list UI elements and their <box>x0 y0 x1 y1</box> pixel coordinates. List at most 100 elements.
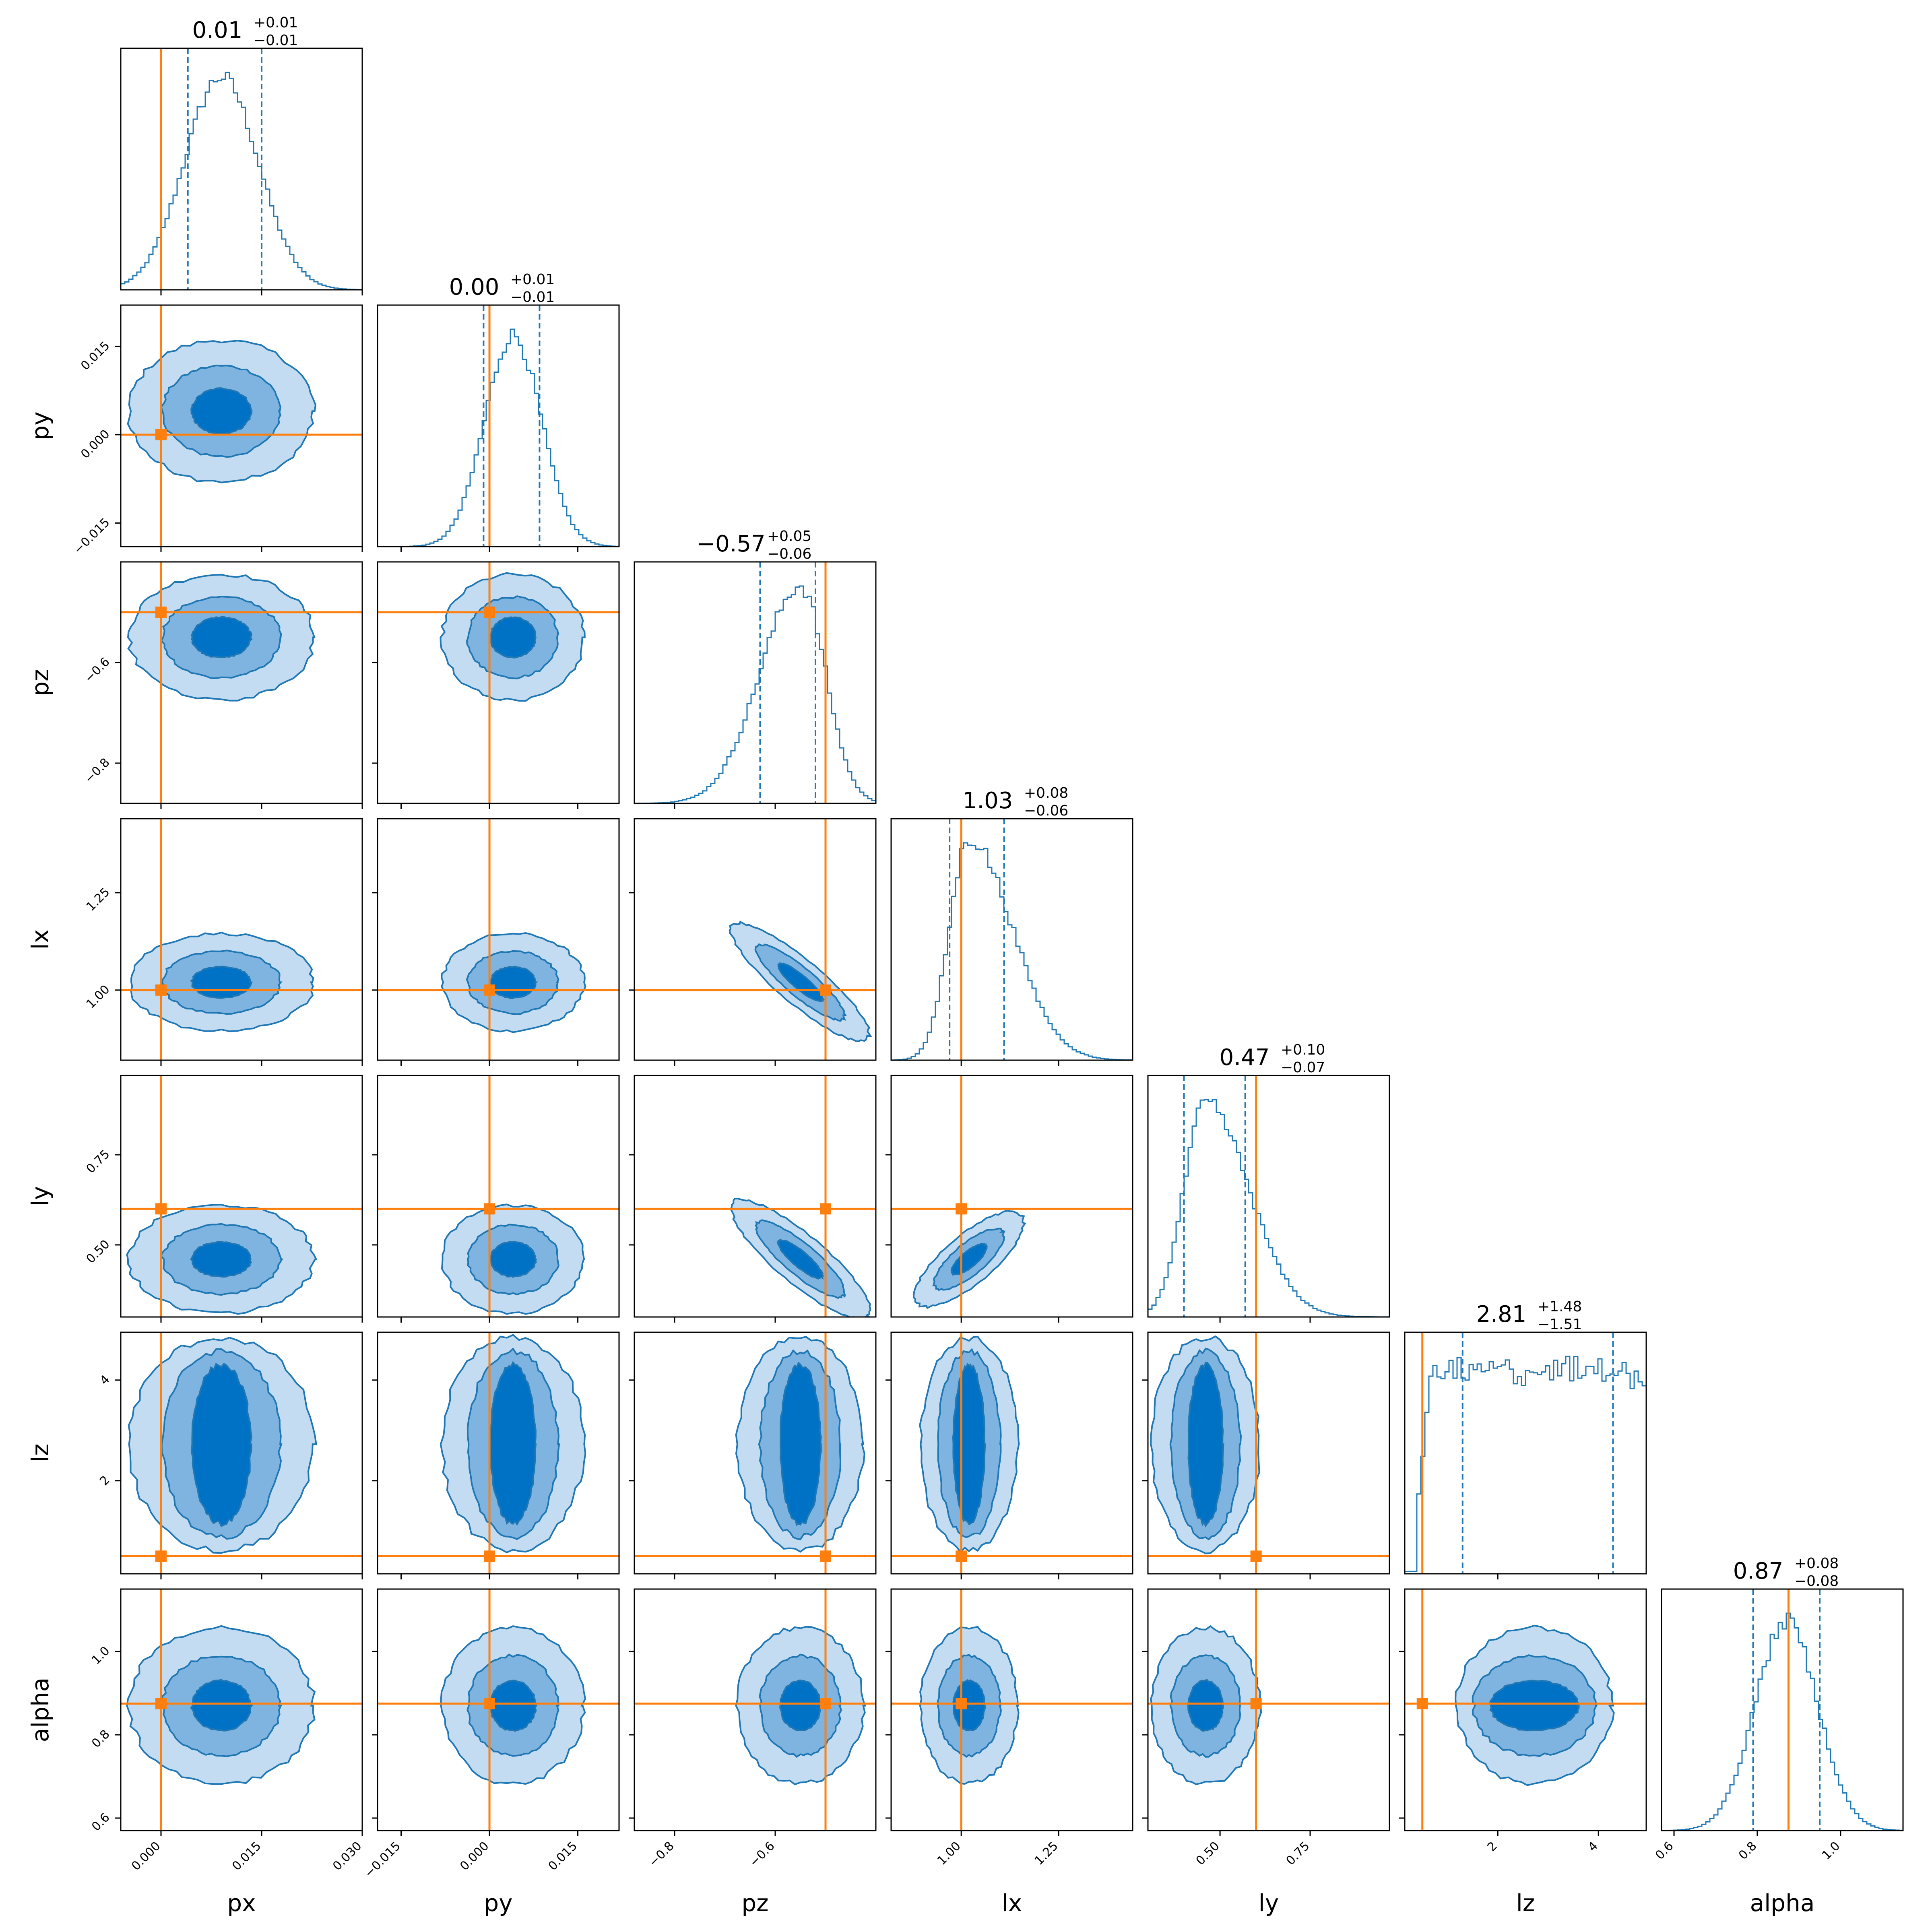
panel-lx-lz <box>886 1331 1133 1579</box>
y-axis-label-lz: lz <box>27 1444 54 1463</box>
y-tick-label-lx: 1.25 <box>84 885 113 914</box>
y-axis-label-py: py <box>27 411 54 440</box>
truth-marker-ly-alpha <box>1250 1698 1262 1709</box>
title-plus-lz: +1.48 <box>1538 1298 1582 1315</box>
panel-frame <box>634 561 877 804</box>
truth-marker-py-lx <box>484 984 495 996</box>
x-tick-label-pz: −0.6 <box>747 1839 777 1870</box>
contour-3-py-alpha <box>489 1679 538 1732</box>
x-tick-label-lz: 4 <box>1585 1839 1601 1854</box>
histogram-px <box>121 72 362 290</box>
y-tick-label-ly: 0.75 <box>84 1147 113 1176</box>
truth-marker-px-pz <box>155 607 167 618</box>
truth-marker-px-alpha <box>155 1698 167 1709</box>
x-axis-label-lx: lx <box>1002 1889 1022 1917</box>
y-axis-label-alpha: alpha <box>27 1678 54 1742</box>
y-tick-label-pz: −0.8 <box>82 755 112 786</box>
title-px: 0.01 <box>192 17 243 43</box>
y-tick-label-alpha: 0.6 <box>89 1810 112 1834</box>
x-tick-label-lx: 1.00 <box>935 1839 964 1868</box>
truth-marker-pz-lz <box>820 1550 831 1562</box>
panel-frame <box>634 1331 877 1575</box>
truth-marker-pz-lx <box>820 984 831 996</box>
title-minus-pz: −0.06 <box>767 546 811 562</box>
x-tick-label-py: −0.015 <box>362 1839 403 1880</box>
contour-3-pz-ly <box>776 1238 824 1280</box>
panel-frame <box>377 1331 620 1575</box>
title-ly: 0.47 <box>1220 1044 1270 1071</box>
y-tick-label-lz: 2 <box>97 1473 112 1488</box>
contour-3-px-pz <box>191 616 253 658</box>
title-plus-ly: +0.10 <box>1281 1042 1325 1058</box>
histogram-lz <box>1405 1356 1646 1574</box>
title-minus-px: −0.01 <box>254 32 298 49</box>
x-tick-label-px: 0.015 <box>229 1839 264 1873</box>
panel-frame <box>1404 1331 1647 1575</box>
y-tick-label-ly: 0.50 <box>84 1237 113 1266</box>
truth-marker-px-py <box>155 429 167 440</box>
contour-3-pz-alpha <box>779 1679 822 1731</box>
panel-lz-lz: 2.81+1.48−1.51 <box>1404 1298 1647 1579</box>
panel-py-pz <box>372 561 620 809</box>
panel-px-pz: −0.8−0.6 <box>82 561 363 809</box>
x-tick-label-lx: 1.25 <box>1032 1839 1061 1868</box>
contour-3-py-pz <box>489 616 537 658</box>
y-tick-label-alpha: 1.0 <box>89 1644 112 1667</box>
histogram-py <box>378 328 619 547</box>
truth-marker-py-alpha <box>484 1698 495 1709</box>
title-plus-py: +0.01 <box>510 271 555 288</box>
y-axis-label-pz: pz <box>27 669 54 696</box>
panel-frame <box>120 818 363 1061</box>
x-axis-label-lz: lz <box>1516 1889 1535 1917</box>
y-axis-label-ly: ly <box>27 1186 54 1206</box>
truth-marker-px-lx <box>155 984 167 996</box>
x-axis-label-alpha: alpha <box>1750 1889 1815 1917</box>
panel-py-ly <box>372 1075 620 1323</box>
panel-frame <box>1147 1588 1390 1831</box>
x-tick-label-px: 0.030 <box>330 1839 364 1873</box>
title-plus-lx: +0.08 <box>1024 785 1068 801</box>
panel-frame <box>634 818 877 1061</box>
y-tick-label-py: 0.015 <box>78 339 112 373</box>
x-axis-label-px: px <box>227 1889 256 1917</box>
panel-frame <box>1147 1075 1390 1318</box>
truth-marker-px-ly <box>155 1203 167 1215</box>
panel-px-lx: 1.00 1.25 <box>84 818 363 1066</box>
panel-frame <box>377 304 620 547</box>
contour-3-pz-lz <box>779 1361 822 1526</box>
panel-frame <box>377 818 620 1061</box>
title-lz: 2.81 <box>1476 1301 1527 1327</box>
truth-marker-ly-lz <box>1250 1550 1262 1562</box>
panel-pz-alpha: −0.8−0.6 <box>629 1588 877 1870</box>
x-tick-label-lz: 2 <box>1485 1839 1500 1854</box>
panel-frame <box>634 1075 877 1318</box>
contour-3-px-alpha <box>190 1679 254 1732</box>
x-tick-label-px: 0.000 <box>129 1839 163 1873</box>
y-tick-label-lx: 1.00 <box>84 983 113 1011</box>
truth-marker-lx-ly <box>956 1203 967 1215</box>
contour-3-px-lx <box>190 966 253 999</box>
x-tick-label-alpha: 0.8 <box>1736 1839 1759 1862</box>
truth-marker-pz-ly <box>820 1203 831 1215</box>
x-axis-label-ly: ly <box>1259 1889 1279 1917</box>
panel-frame <box>120 561 363 804</box>
panel-frame <box>377 1075 620 1318</box>
title-py: 0.00 <box>449 274 500 300</box>
panel-frame <box>377 1588 620 1831</box>
histogram-ly <box>1148 1099 1389 1317</box>
panel-frame <box>120 1588 363 1831</box>
histogram-lx <box>891 842 1133 1060</box>
panel-frame <box>890 1588 1133 1831</box>
x-tick-label-alpha: 1.0 <box>1819 1839 1843 1862</box>
title-minus-lx: −0.06 <box>1024 803 1068 819</box>
panel-frame <box>1404 1588 1647 1831</box>
x-tick-label-alpha: 0.6 <box>1653 1839 1676 1862</box>
title-plus-alpha: +0.08 <box>1794 1555 1839 1572</box>
contour-3-lx-lz <box>952 1362 986 1525</box>
contour-3-py-lz <box>489 1360 537 1526</box>
x-tick-label-py: 0.000 <box>457 1839 491 1873</box>
